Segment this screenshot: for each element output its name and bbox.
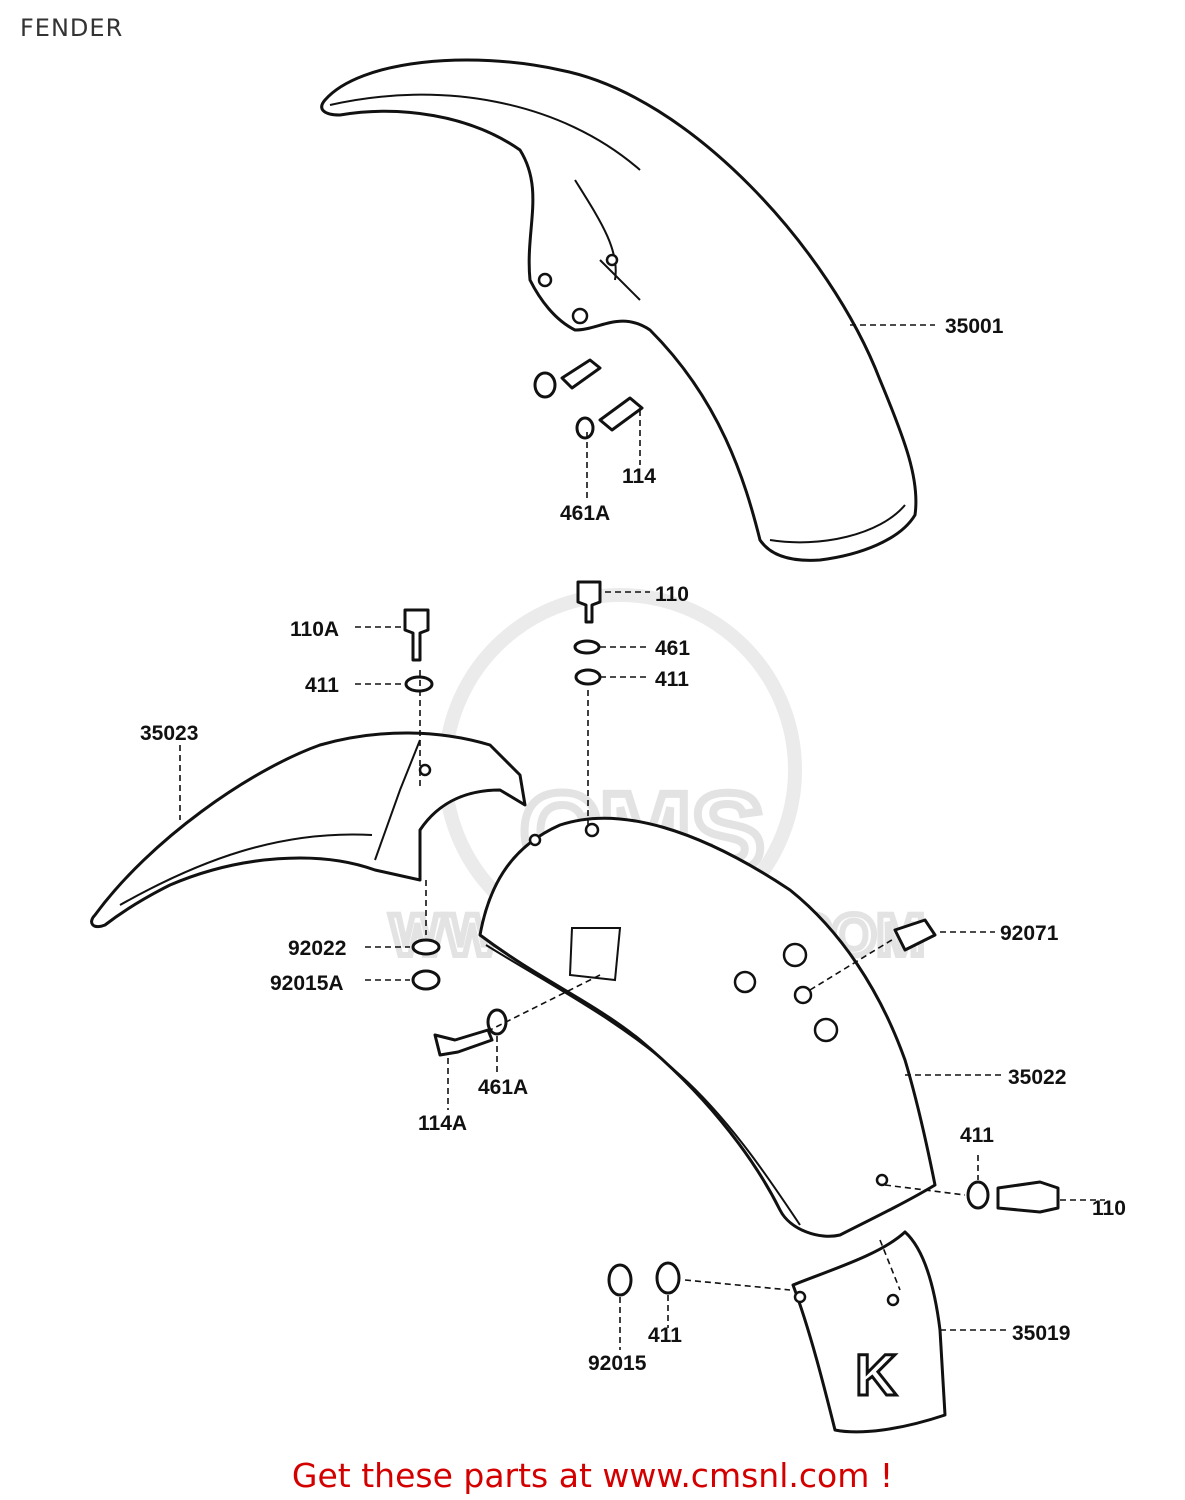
callout-110-rear: 110 (1092, 1197, 1126, 1220)
callout-110a: 110A (290, 618, 339, 641)
callout-461: 461 (655, 637, 690, 660)
callout-411-bottom: 411 (648, 1324, 682, 1347)
page-title: FENDER (20, 14, 124, 42)
callout-461a-top: 461A (560, 502, 610, 525)
callouts: 35001 114 461A 110 461 411 110A 411 3502… (140, 315, 1126, 1375)
callout-411-top-left: 411 (305, 674, 339, 697)
callout-114a: 114A (418, 1112, 467, 1135)
leader-lines (179, 324, 1105, 1350)
callout-110-top: 110 (655, 583, 689, 606)
rear-fender-35022 (478, 816, 937, 1238)
callout-92022: 92022 (288, 937, 346, 960)
flap-logo-k: K (855, 1343, 897, 1408)
callout-461a-mid: 461A (478, 1076, 528, 1099)
buy-parts-link[interactable]: Get these parts at www.cmsnl.com ! (291, 1456, 894, 1495)
callout-114: 114 (622, 465, 656, 488)
callout-411-rear: 411 (960, 1124, 994, 1147)
callout-35019: 35019 (1012, 1322, 1070, 1345)
callout-92015: 92015 (588, 1352, 647, 1375)
callout-35023: 35023 (140, 722, 198, 745)
mud-flap-35019: K (791, 1230, 947, 1434)
front-fender-35001 (320, 58, 918, 562)
hardware (403, 580, 1060, 1297)
callout-35022: 35022 (1008, 1066, 1066, 1089)
front-fender-bolts (533, 358, 644, 440)
callout-92015a: 92015A (270, 972, 344, 995)
callout-92071: 92071 (1000, 922, 1059, 945)
callout-35001: 35001 (945, 315, 1004, 338)
rear-fender-front-section-35023 (90, 731, 527, 929)
callout-411-top-right: 411 (655, 668, 689, 691)
